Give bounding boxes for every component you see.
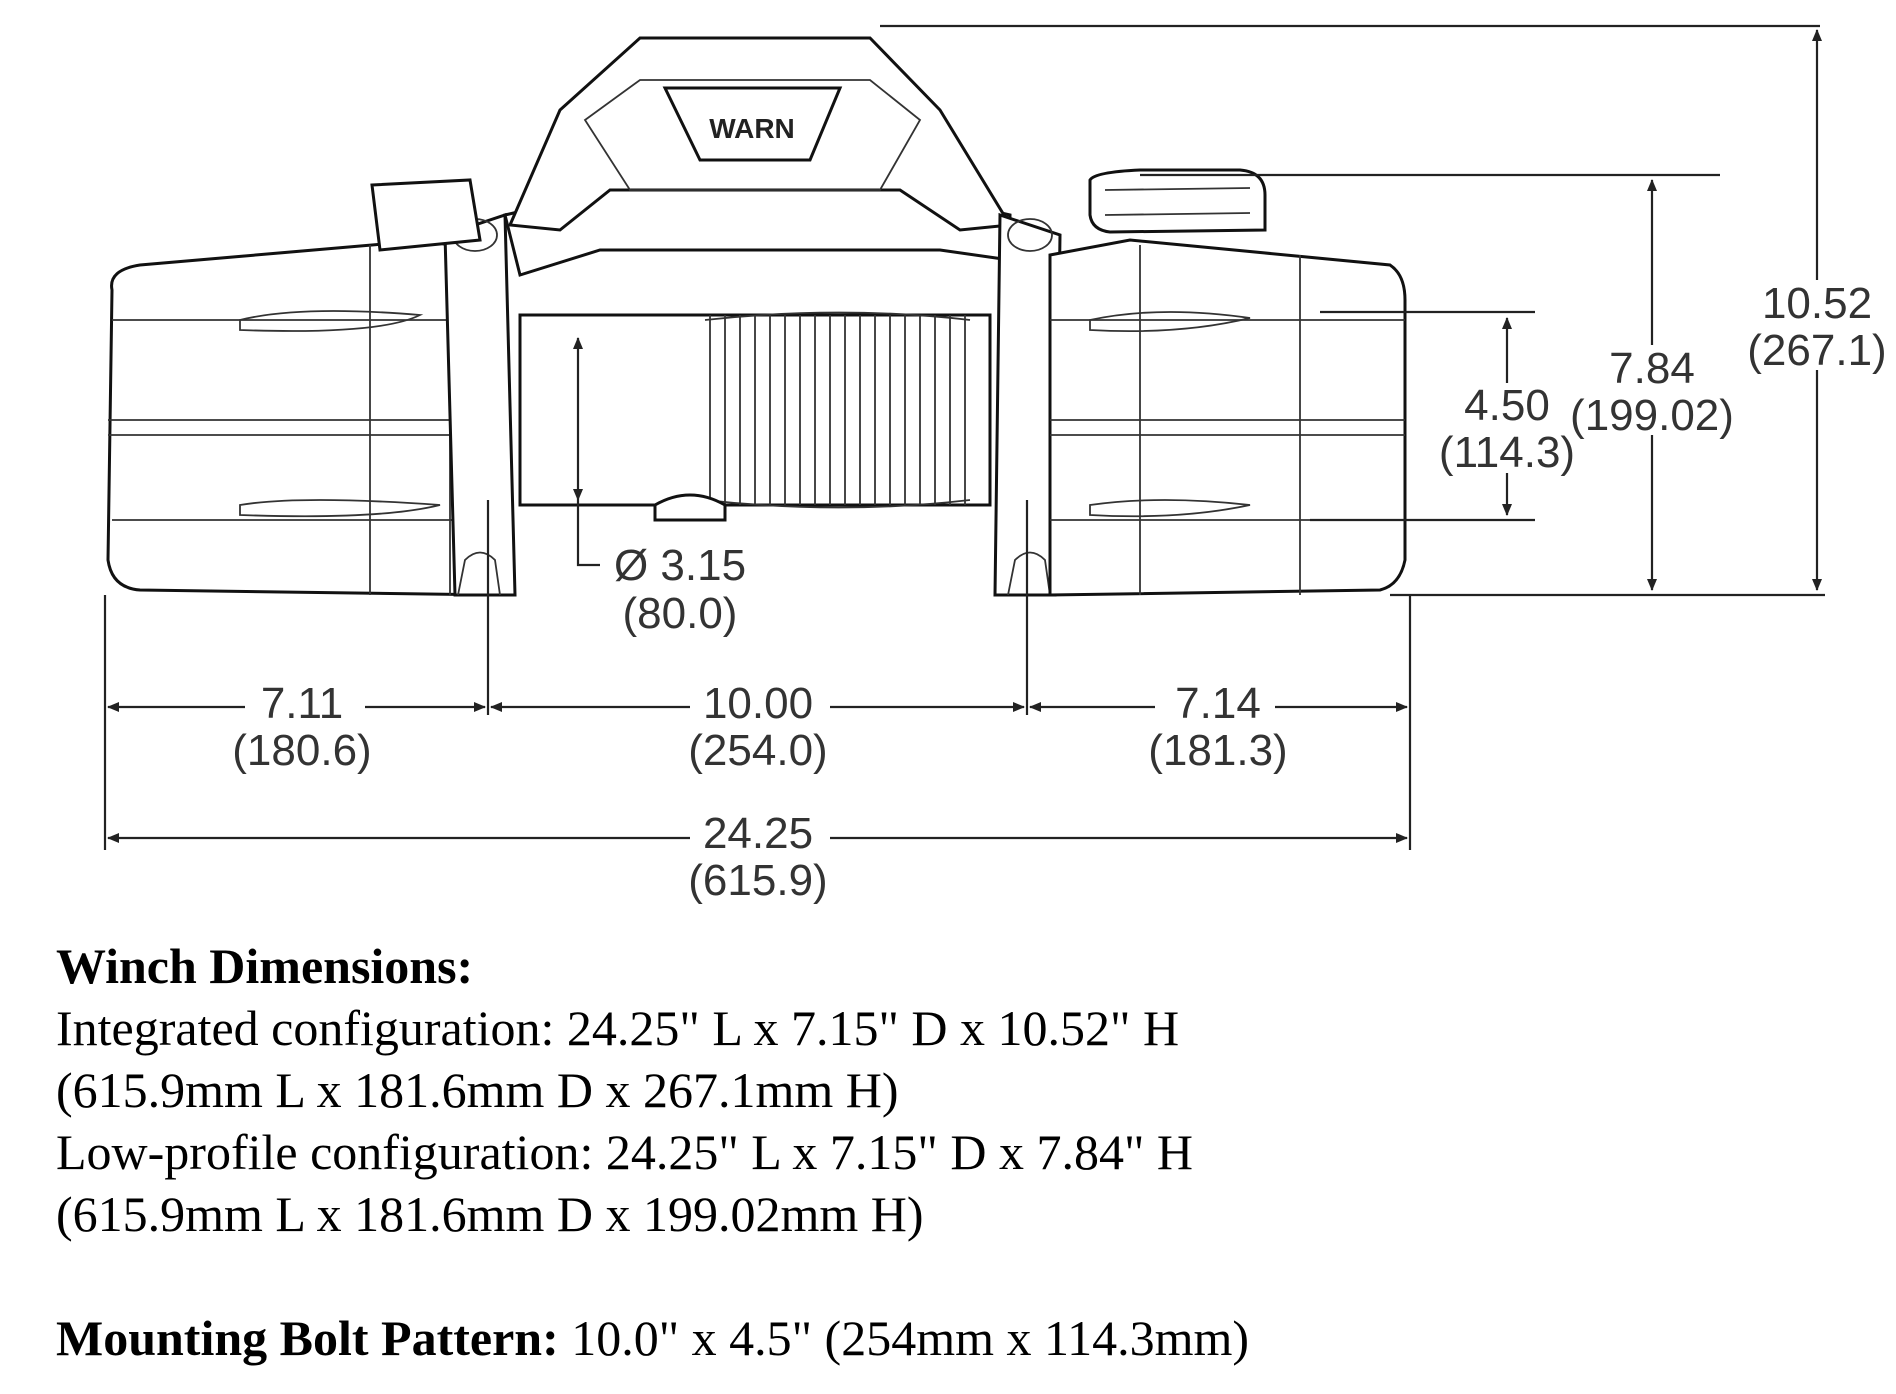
- mounting-bolt-value: 10.0" x 4.5" (254mm x 114.3mm): [558, 1310, 1250, 1366]
- height-lowprofile-mm: (199.02): [1570, 391, 1734, 440]
- integrated-config-metric-line: (615.9mm L x 181.6mm D x 267.1mm H): [56, 1062, 899, 1118]
- spec-text-block: Winch Dimensions: Integrated configurati…: [56, 935, 1856, 1369]
- bolt-spacing-in: 10.00: [703, 679, 813, 728]
- left-offset-in: 7.11: [261, 679, 343, 728]
- bolt-spacing-mm: (254.0): [688, 726, 827, 775]
- dimension-labels: 10.52 (267.1) 7.84 (199.02) 4.50 (114.3)…: [232, 279, 1886, 905]
- drum-diameter-mm: (80.0): [623, 589, 738, 638]
- integrated-config-line: Integrated configuration: 24.25" L x 7.1…: [56, 1000, 1180, 1056]
- winch-outline: WARN: [106, 36, 1407, 597]
- bolt-height-mm: (114.3): [1439, 428, 1575, 477]
- extension-lines: [103, 24, 1825, 850]
- height-total-in: 10.52: [1762, 279, 1872, 328]
- right-offset-mm: (181.3): [1148, 726, 1287, 775]
- mounting-bolt-pattern-line: Mounting Bolt Pattern: 10.0" x 4.5" (254…: [56, 1307, 1856, 1369]
- overall-length-in: 24.25: [703, 809, 813, 858]
- height-total-mm: (267.1): [1747, 326, 1886, 375]
- overall-length-mm: (615.9): [688, 856, 827, 905]
- mounting-bolt-heading: Mounting Bolt Pattern:: [56, 1310, 559, 1366]
- drum-cable-wraps: [704, 311, 971, 509]
- height-lowprofile-in: 7.84: [1609, 344, 1695, 393]
- drum-diameter-in: Ø 3.15: [614, 541, 746, 590]
- lowprofile-config-line: Low-profile configuration: 24.25" L x 7.…: [56, 1124, 1193, 1180]
- winch-dimensions-heading: Winch Dimensions:: [56, 938, 474, 994]
- bolt-height-in: 4.50: [1464, 381, 1550, 430]
- winch-dimension-drawing: WARN: [103, 24, 1887, 905]
- label-masks: [245, 280, 1878, 850]
- warn-logo: WARN: [709, 113, 795, 144]
- right-offset-in: 7.14: [1175, 679, 1261, 728]
- left-offset-mm: (180.6): [232, 726, 371, 775]
- lowprofile-config-metric-line: (615.9mm L x 181.6mm D x 199.02mm H): [56, 1186, 924, 1242]
